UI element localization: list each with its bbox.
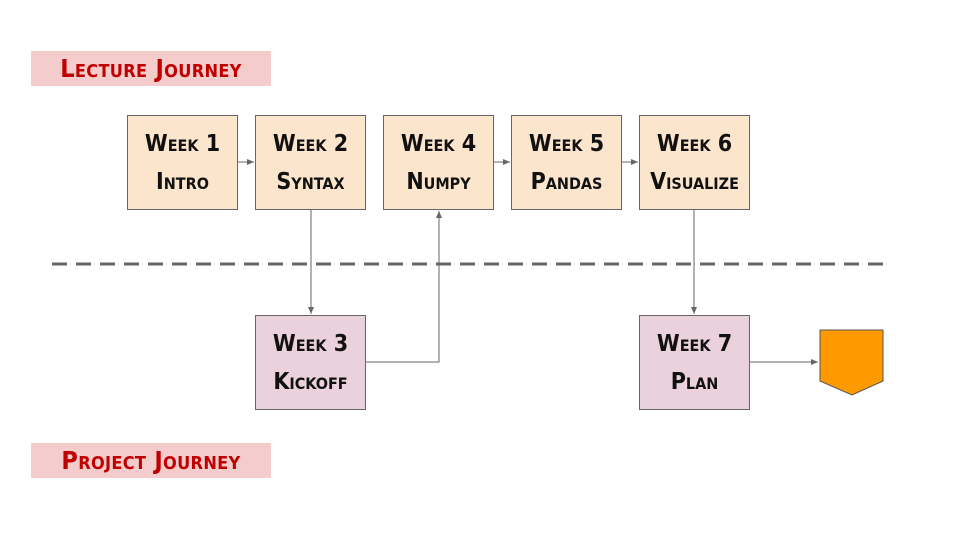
node-week-4-title: Week 4: [400, 130, 477, 157]
node-week-1: Week 1 Intro: [127, 115, 238, 210]
node-week-4: Week 4 Numpy: [383, 115, 494, 210]
node-week-6-title: Week 6: [656, 130, 733, 157]
next-step-marker: [819, 329, 884, 396]
node-week-2-title: Week 2: [272, 130, 349, 157]
node-week-5-title: Week 5: [528, 130, 605, 157]
lecture-journey-label: Lecture Journey: [31, 51, 271, 86]
node-week-2: Week 2 Syntax: [255, 115, 366, 210]
node-week-5-topic: Pandas: [530, 168, 603, 195]
node-week-3-title: Week 3: [272, 330, 349, 357]
node-week-6-topic: Visualize: [650, 168, 739, 195]
node-week-4-topic: Numpy: [406, 168, 471, 195]
node-week-3: Week 3 Kickoff: [255, 315, 366, 410]
edge-week3-to-week4: [366, 211, 442, 363]
node-week-2-topic: Syntax: [276, 168, 345, 195]
node-week-7-topic: Plan: [670, 368, 719, 395]
node-week-6: Week 6 Visualize: [639, 115, 750, 210]
node-week-1-topic: Intro: [156, 168, 209, 195]
node-week-7-title: Week 7: [656, 330, 733, 357]
node-week-1-title: Week 1: [144, 130, 221, 157]
node-week-5: Week 5 Pandas: [511, 115, 622, 210]
project-journey-label: Project Journey: [31, 443, 271, 478]
node-week-7: Week 7 Plan: [639, 315, 750, 410]
node-week-3-topic: Kickoff: [273, 368, 348, 395]
